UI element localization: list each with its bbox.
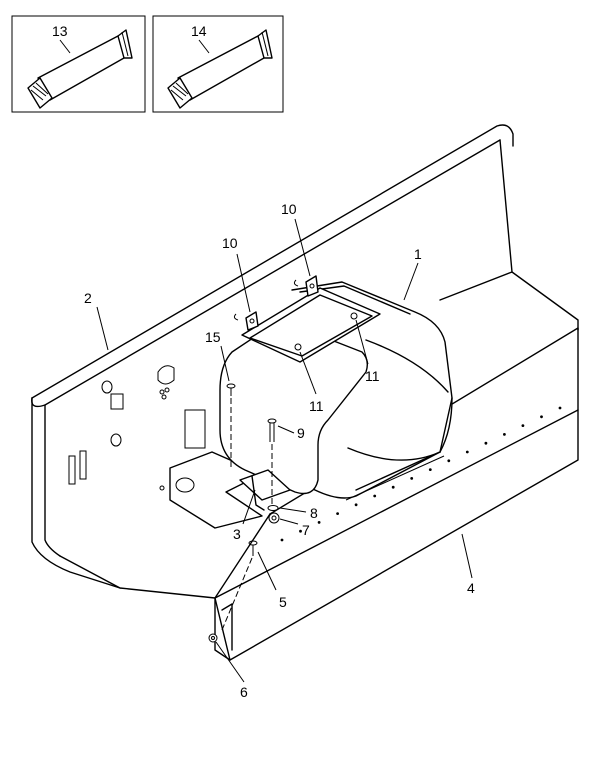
sealant-tube-14-icon [167,29,273,109]
rivet [391,485,395,489]
inset-panel-14: 14 [152,15,284,113]
rivet [540,415,543,419]
callout-10-left: 10 [222,235,238,251]
rivet [354,503,358,507]
callout-9: 9 [297,425,305,441]
leader-13 [59,39,71,54]
callout-14: 14 [191,23,207,39]
sealant-tube-13-icon [27,29,133,109]
rivet [317,521,321,524]
callout-13: 13 [52,23,68,39]
bracket-item-3 [239,469,291,511]
callout-8: 8 [310,505,318,521]
rivet [410,477,414,480]
fastener-item-11-right [350,312,358,320]
rivet [558,406,562,410]
inset-panel-13: 13 [11,15,146,113]
screw-item-15 [226,383,236,470]
leader-14 [198,39,210,54]
rivet [503,433,506,436]
nut-item-7 [268,512,280,524]
callout-5: 5 [279,594,287,610]
rivet [465,450,469,454]
clip-item-10-left [233,311,259,331]
slot [68,455,76,485]
callout-1: 1 [414,246,422,262]
nut-item-6 [208,633,218,643]
rivet [280,538,284,542]
floor-plate [169,451,263,529]
rivet [336,512,339,515]
callout-10-right: 10 [281,201,297,217]
housing-item-1 [219,281,453,501]
callout-7: 7 [302,522,310,538]
mount-block [184,409,206,449]
washer-item-8 [267,505,279,511]
callout-3: 3 [233,526,241,542]
bolt-item-9 [267,418,277,505]
callout-labels: 2 1 10 10 15 11 11 9 3 8 7 5 4 6 [84,201,475,700]
callout-6: 6 [240,684,248,700]
clip-item-10-right [293,275,319,297]
rivet [521,424,525,427]
rivet [299,529,302,533]
callout-11-right: 11 [365,368,380,384]
bulkhead-panel [31,124,579,599]
rivet [373,494,377,498]
fastener-item-11-left [294,343,302,351]
rivet [484,441,488,445]
panel-hole [110,433,122,447]
slot [79,450,87,480]
rivet [428,468,432,471]
panel-cutout [110,393,124,410]
rivet-row [280,406,562,542]
rivet [447,459,451,463]
callout-2: 2 [84,290,92,306]
callout-4: 4 [467,580,475,596]
panel-port [157,365,175,385]
leader-lines [96,218,473,683]
screw-item-5 [221,540,258,631]
callout-15: 15 [205,329,221,345]
callout-11-left: 11 [309,398,324,414]
panel-hole [101,380,113,394]
